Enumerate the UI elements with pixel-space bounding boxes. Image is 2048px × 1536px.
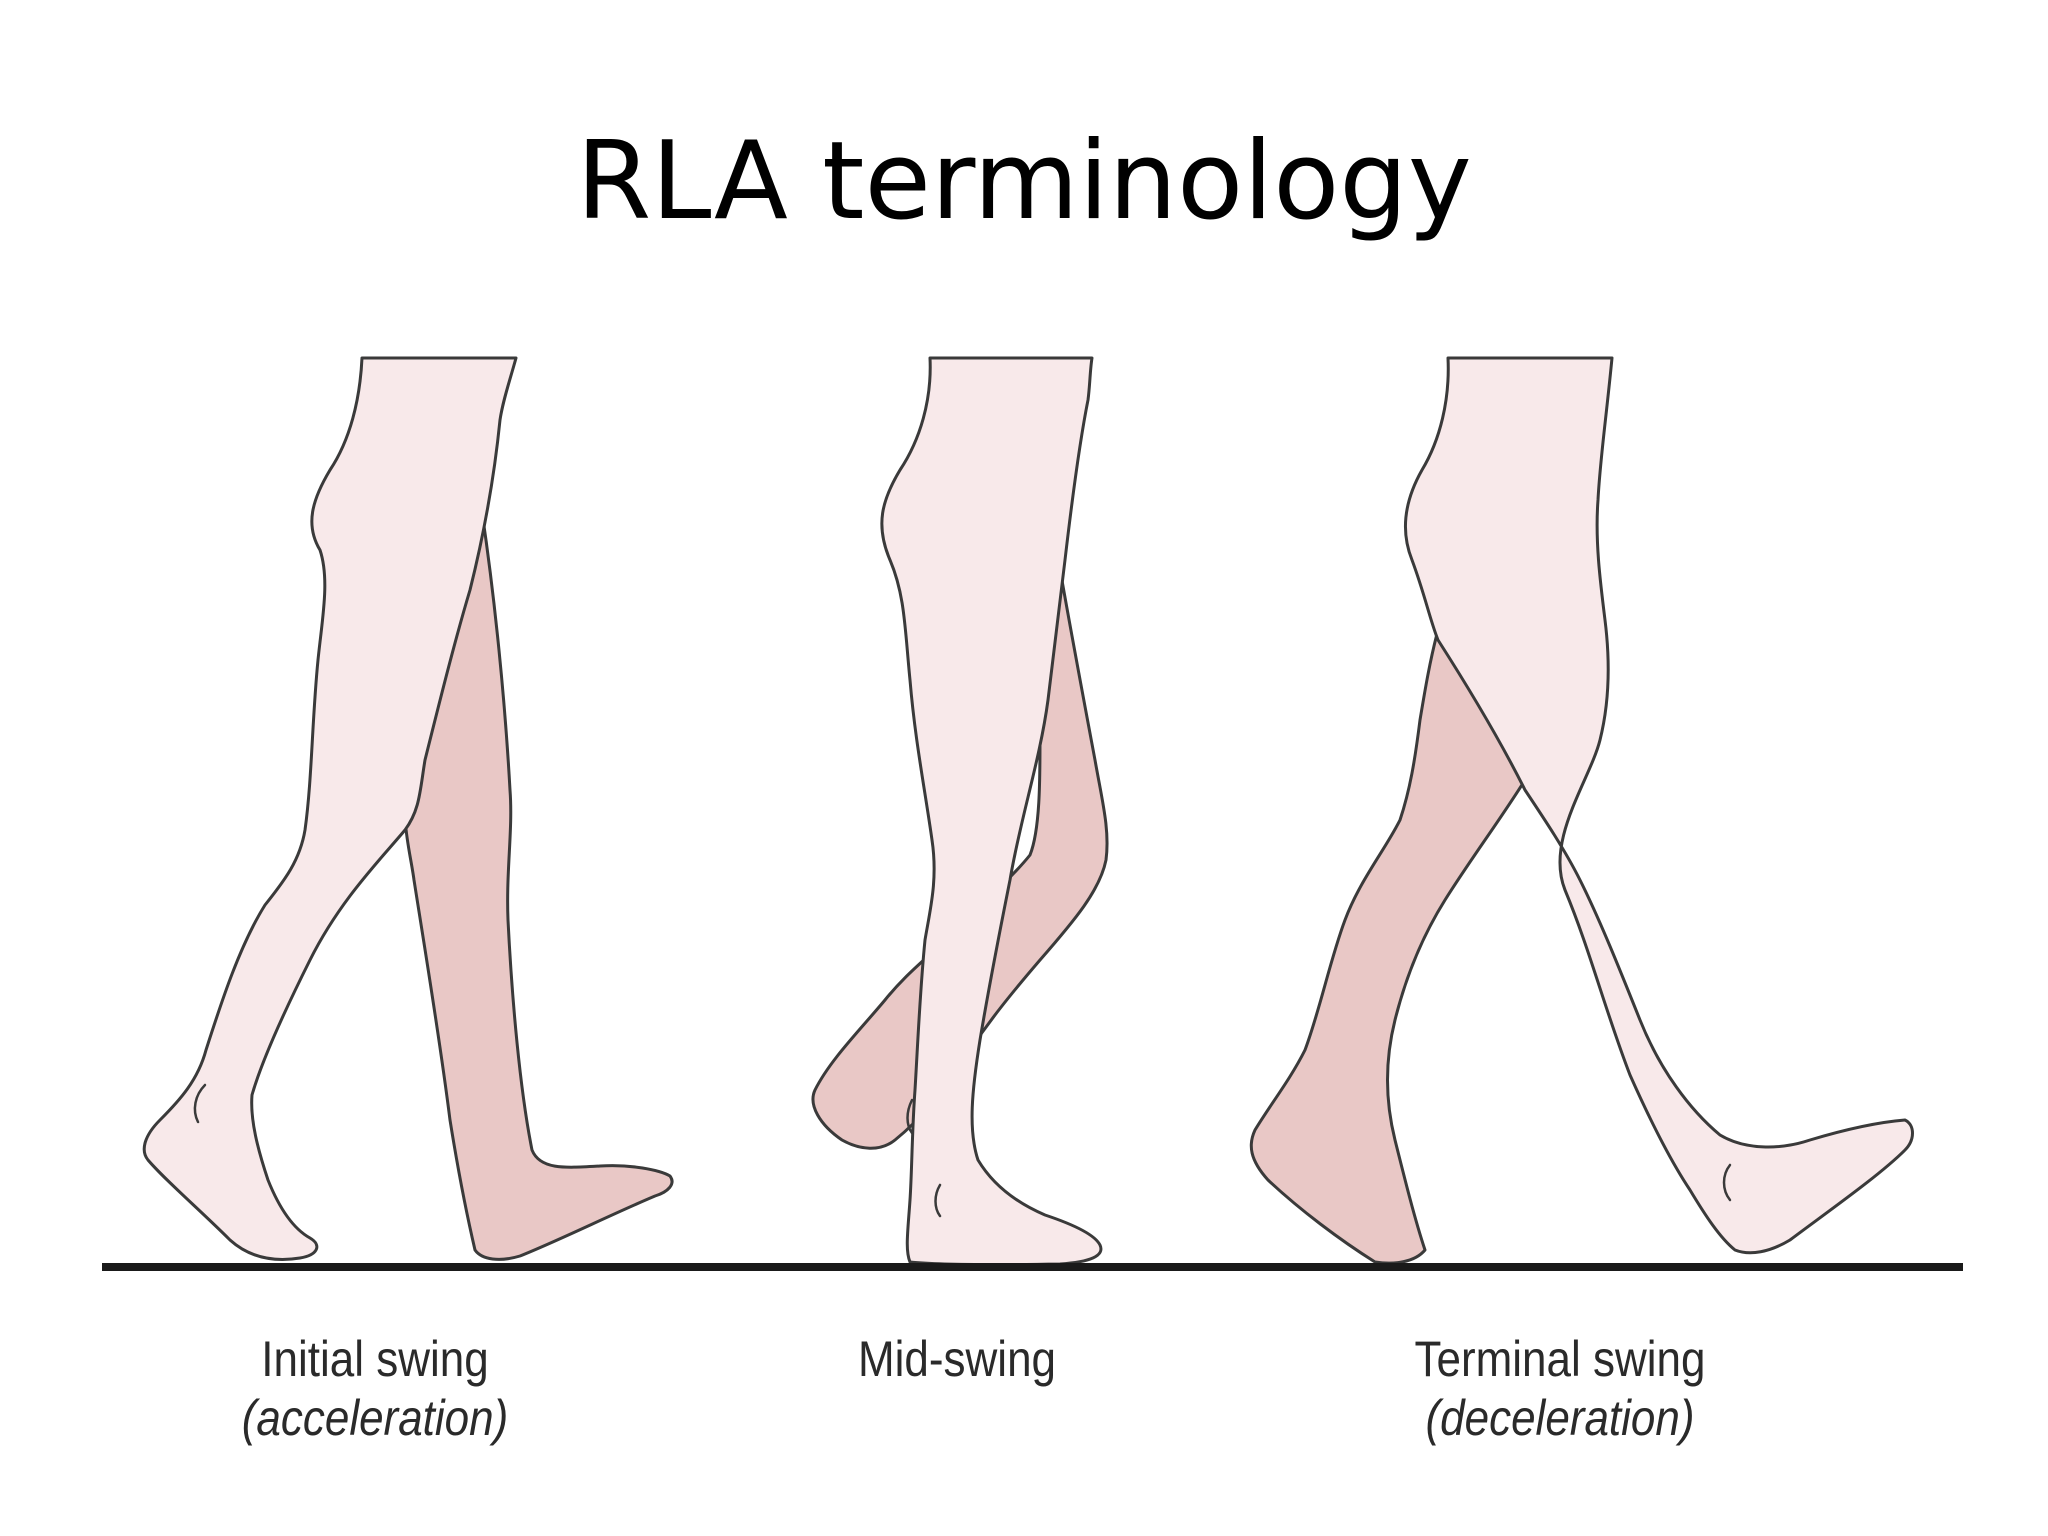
- slide-title: RLA terminology: [576, 119, 1472, 244]
- initial-swing-figure: [142, 356, 674, 1261]
- caption-initial-swing-sublabel: (acceleration): [241, 1390, 509, 1446]
- initial-swing-stance-leg: [142, 356, 518, 1261]
- caption-initial-swing-label: Initial swing: [261, 1331, 489, 1387]
- initial-swing-ankle-crease: [193, 1083, 207, 1124]
- terminal-swing-ankle-crease: [1722, 1163, 1732, 1202]
- mid-swing-heel-crease: [906, 1098, 914, 1135]
- caption-terminal-swing-label: Terminal swing: [1414, 1331, 1706, 1387]
- caption-mid-swing-label: Mid-swing: [857, 1331, 1057, 1387]
- mid-swing-ankle-crease: [934, 1183, 942, 1218]
- caption-terminal-swing: Terminal swing (deceleration): [1384, 1330, 1736, 1448]
- caption-terminal-swing-sublabel: (deceleration): [1425, 1390, 1695, 1446]
- mid-swing-figure: [811, 356, 1109, 1267]
- caption-mid-swing: Mid-swing: [781, 1330, 1133, 1389]
- caption-initial-swing: Initial swing (acceleration): [199, 1330, 551, 1448]
- terminal-swing-front-leg: [1403, 356, 1914, 1255]
- terminal-swing-back-leg: [1249, 628, 1527, 1265]
- terminal-swing-figure: [1249, 356, 1914, 1265]
